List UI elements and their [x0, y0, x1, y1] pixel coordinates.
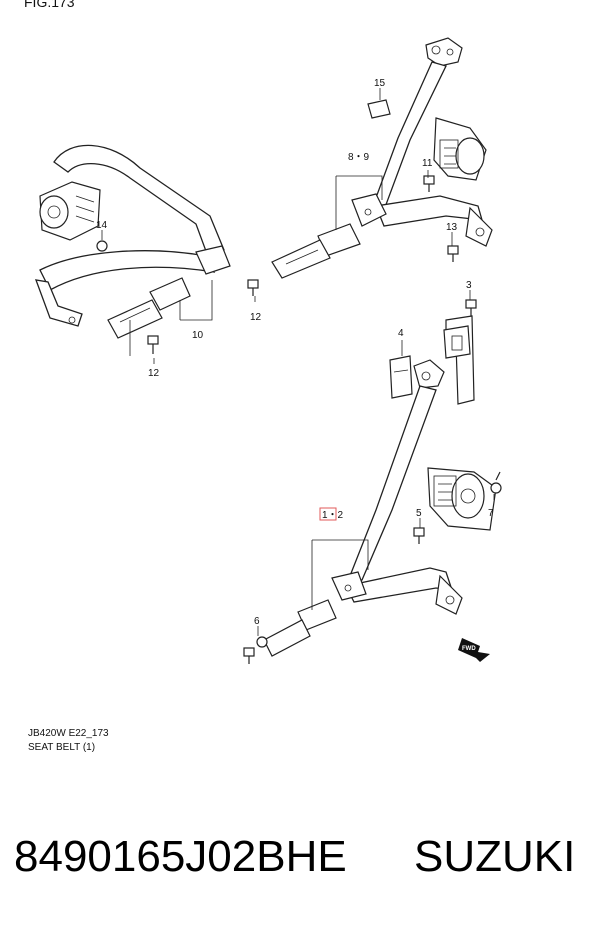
screw-icon	[490, 471, 502, 494]
bolt-icon	[465, 299, 477, 316]
lower-belt-assembly	[243, 290, 502, 664]
diagram-code: JB420W E22_173	[28, 728, 109, 739]
washer-icon	[256, 636, 268, 648]
callout-highlight-box	[319, 507, 337, 521]
callout-5: 5	[416, 508, 422, 519]
seat-belt-exploded-diagram: 15 8・9 11 13 14 12 10 12 3 4 1・2 5 7 6 F…	[35, 37, 502, 664]
callout-13: 13	[446, 222, 458, 233]
callout-3: 3	[466, 280, 472, 291]
pad-icon	[367, 99, 391, 119]
footer	[0, 780, 600, 932]
nut-icon	[96, 240, 108, 252]
callout-12-upper: 12	[250, 312, 262, 323]
bolt-icon	[247, 279, 259, 296]
callout-11: 11	[422, 158, 433, 169]
diagram-title: SEAT BELT (1)	[28, 742, 96, 753]
upper-left-belt-assembly	[35, 144, 231, 364]
forward-arrow-icon	[458, 638, 490, 662]
callout-6: 6	[254, 616, 260, 627]
fwd-label: FWD	[462, 646, 476, 652]
bolt-icon	[147, 335, 159, 354]
callout-7: 7	[488, 508, 494, 519]
callout-4: 4	[398, 328, 404, 339]
bolt-icon	[447, 245, 459, 262]
upper-right-belt-assembly	[247, 37, 493, 302]
part-number: 8490165J02BHE	[14, 832, 347, 881]
figure-label: FIG.173	[24, 0, 75, 10]
bolt-icon	[243, 647, 255, 664]
callout-8-9: 8・9	[348, 152, 370, 163]
callout-14: 14	[96, 220, 108, 231]
bolt-icon	[423, 175, 435, 192]
callout-1-2: 1・2	[322, 510, 344, 521]
brand-name: SUZUKI	[414, 832, 576, 881]
callout-15: 15	[374, 78, 386, 89]
callout-12-left: 12	[148, 368, 160, 379]
bolt-icon	[413, 527, 425, 544]
callout-10: 10	[192, 330, 204, 341]
